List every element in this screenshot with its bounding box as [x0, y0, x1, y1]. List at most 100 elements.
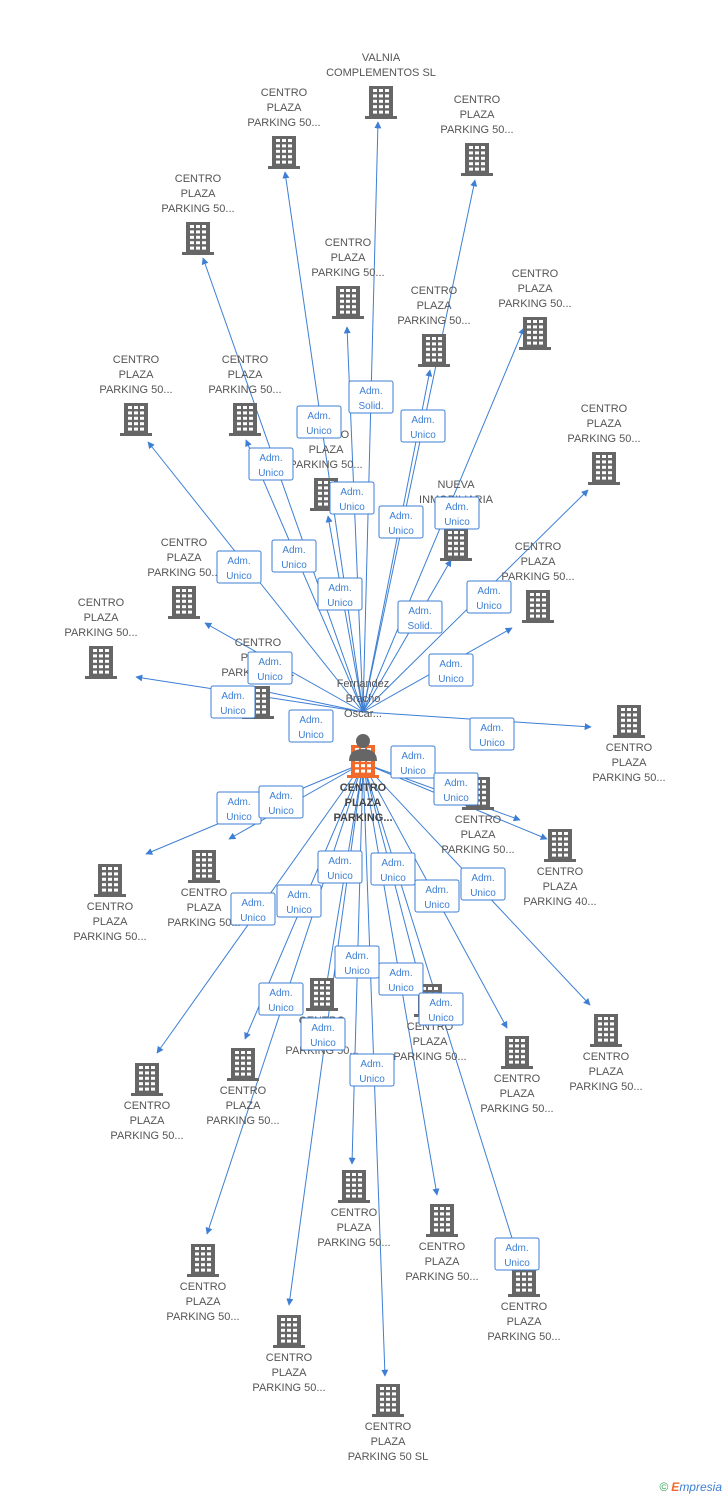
relation-text: Adm.	[445, 502, 468, 513]
company-label: NUEVA	[437, 479, 475, 491]
relation-text: Adm.	[471, 873, 494, 884]
company-label: PARKING 50...	[592, 772, 665, 784]
relation-text: Unico	[268, 806, 294, 817]
relation-label: Adm.Unico	[418, 992, 464, 1026]
company-label: CENTRO	[325, 237, 372, 249]
company-label: PLAZA	[413, 1036, 449, 1048]
company-label: PARKING 50...	[147, 567, 220, 579]
relation-text: Adm.	[287, 890, 310, 901]
relation-label: Adm.Unico	[349, 1053, 395, 1087]
company-label: PARKING 50...	[99, 384, 172, 396]
relation-text: Adm.	[439, 659, 462, 670]
relation-label: Adm.Unico	[414, 879, 460, 913]
company-label: PARKING 50...	[206, 1115, 279, 1127]
relation-text: Adm.	[389, 511, 412, 522]
company-label: PLAZA	[187, 902, 223, 914]
company-node[interactable]: CENTRO PLAZA PARKING 50...	[592, 705, 666, 784]
company-label: PARKING 50...	[498, 298, 571, 310]
company-label: PLAZA	[371, 1436, 407, 1448]
building-icon	[440, 528, 472, 561]
building-icon	[168, 586, 200, 619]
company-label: PLAZA	[518, 283, 554, 295]
relation-label: Adm.Unico	[248, 447, 294, 481]
building-icon	[94, 864, 126, 897]
company-label: PARKING 50...	[567, 433, 640, 445]
relation-label: Adm. Unico	[460, 867, 506, 901]
edge-line	[362, 179, 478, 713]
relation-text: Adm.	[389, 968, 412, 979]
relation-text: Unico	[344, 966, 370, 977]
relation-label: Adm.Unico	[247, 651, 293, 685]
relation-text: Unico	[470, 888, 496, 899]
relation-text: Adm.	[505, 1243, 528, 1254]
company-label: CENTRO	[583, 1051, 630, 1063]
relation-text: Unico	[424, 900, 450, 911]
company-label: CENTRO	[537, 866, 584, 878]
company-label: PARKING 50...	[73, 931, 146, 943]
building-icon	[332, 286, 364, 319]
relation-label: Adm.Unico	[216, 791, 262, 825]
company-label: CENTRO	[266, 1352, 313, 1364]
relation-label: Adm.Unico	[329, 481, 375, 515]
relation-text: Adm.	[307, 411, 330, 422]
relation-text: Adm.	[401, 751, 424, 762]
relation-text: Solid.	[358, 401, 383, 412]
company-label: PARKING 50...	[317, 1237, 390, 1249]
company-label: PLAZA	[228, 369, 264, 381]
building-icon	[519, 317, 551, 350]
relation-label: Adm.Unico	[428, 653, 474, 687]
relation-text: Unico	[410, 430, 436, 441]
edge-line	[282, 171, 364, 713]
company-label: COMPLEMENTOS SL	[326, 67, 436, 79]
company-label: PLAZA	[186, 1296, 222, 1308]
company-label: PLAZA	[167, 552, 203, 564]
company-label: PARKING 50...	[208, 384, 281, 396]
person-label: Fernandez	[337, 678, 390, 690]
relation-text: Unico	[286, 905, 312, 916]
company-label: PLAZA	[612, 757, 648, 769]
company-label: PLAZA	[309, 444, 345, 456]
relation-text: Adm.	[269, 791, 292, 802]
relation-text: Adm.	[360, 1059, 383, 1070]
building-icon	[188, 850, 220, 883]
company-label: PLAZA	[507, 1316, 543, 1328]
relation-text: Adm.	[359, 386, 382, 397]
relation-text: Unico	[476, 601, 502, 612]
relation-label: Adm.Unico	[378, 505, 424, 539]
company-label: PLAZA	[500, 1088, 536, 1100]
relations-layer: Adm.Solid.Adm.UnicoAdm.UnicoAdm.UnicoAdm…	[210, 380, 540, 1271]
relation-text: Adm.	[345, 951, 368, 962]
company-label: CENTRO	[606, 742, 653, 754]
relation-label: Adm.Unico	[370, 852, 416, 886]
company-label: PLAZA	[460, 109, 496, 121]
center-person[interactable]: FernandezBrachoOscar...	[337, 678, 390, 761]
relation-text: Adm.	[259, 453, 282, 464]
company-label: PLAZA	[461, 829, 497, 841]
